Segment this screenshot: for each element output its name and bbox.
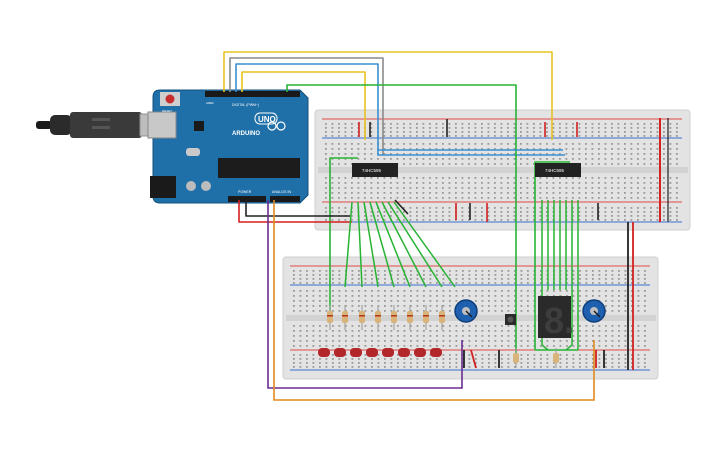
wire-yellow-short: [241, 71, 366, 140]
wire-gray: [229, 57, 384, 155]
svg-text:74HC595: 74HC595: [545, 168, 565, 173]
potentiometer-icon[interactable]: [454, 299, 478, 323]
led[interactable]: [350, 348, 362, 357]
arduino-uno-board[interactable]: ARDUINO UNO DIGITAL (PWM~) AREF RESET PO…: [147, 89, 309, 204]
wire-green-chip-right: [534, 161, 570, 350]
wire-blue: [235, 63, 565, 156]
seven-segment-digit: 8.: [544, 300, 574, 341]
led[interactable]: [382, 348, 394, 357]
led-resistors[interactable]: [327, 305, 445, 330]
svg-text:74HC595: 74HC595: [362, 168, 382, 173]
led-array[interactable]: [318, 348, 442, 357]
shift-register-right[interactable]: 74HC595: [535, 163, 581, 177]
atmega-chip: [218, 158, 300, 178]
wire-black-diag: [394, 199, 409, 215]
wire-green-chip-left: [329, 157, 358, 287]
usb-cable-icon: [36, 112, 165, 138]
misc-resistors: [513, 348, 559, 368]
wire-orange: [273, 200, 595, 401]
reset-button[interactable]: [165, 94, 175, 104]
wire-purple: [267, 200, 463, 389]
led[interactable]: [366, 348, 378, 357]
led[interactable]: [430, 348, 442, 357]
shift-register-left[interactable]: 74HC595: [352, 163, 398, 177]
seven-segment-icon[interactable]: 8.: [538, 296, 574, 341]
arduino-model: UNO: [258, 115, 276, 124]
pushbutton-icon[interactable]: [505, 314, 516, 325]
arduino-logo: ARDUINO: [232, 131, 260, 137]
wires-arduino-top[interactable]: [223, 51, 570, 360]
wire-red-power: [238, 200, 352, 223]
led[interactable]: [334, 348, 346, 357]
label-aref: AREF: [206, 101, 214, 105]
label-digital: DIGITAL (PWM~): [232, 103, 259, 107]
led[interactable]: [398, 348, 410, 357]
led[interactable]: [414, 348, 426, 357]
analog-wires[interactable]: [267, 200, 595, 401]
label-power: POWER: [238, 190, 252, 194]
potentiometer-icon-right[interactable]: [582, 299, 606, 323]
label-analog: ANALOG IN: [272, 190, 292, 194]
led[interactable]: [318, 348, 330, 357]
wires-chip-to-display[interactable]: [535, 200, 579, 351]
wire-green-top: [286, 84, 517, 360]
wire-black-gnd: [245, 200, 350, 217]
bottom-rail-wires: [463, 222, 634, 370]
wire-yellow-long: [223, 51, 553, 140]
label-reset: RESET: [162, 109, 172, 113]
wires-chip-to-leds[interactable]: [329, 201, 456, 320]
top-jumpers: [358, 118, 669, 222]
